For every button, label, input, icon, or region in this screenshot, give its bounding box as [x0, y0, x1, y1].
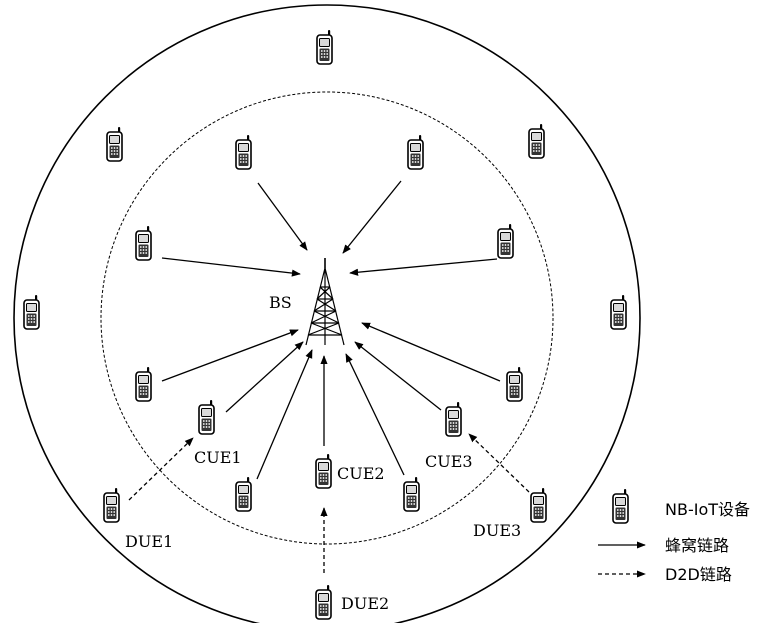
cellular-link — [361, 322, 501, 382]
cellular-link — [256, 349, 313, 480]
nb-iot-device-icon — [23, 295, 40, 330]
nb-iot-device-icon — [497, 224, 514, 259]
base-station-label: BS — [269, 293, 292, 312]
legend-device-icon — [612, 489, 629, 524]
nb-iot-device-icon — [610, 295, 627, 330]
base-station-tower-icon — [305, 258, 345, 346]
nb-iot-device-icon — [235, 135, 252, 170]
nb-iot-device-icon — [235, 477, 252, 512]
cellular-link — [161, 257, 301, 277]
nb-iot-device-icon — [403, 477, 420, 512]
cellular-link — [345, 353, 405, 476]
legend: NB-IoT设备 蜂窝链路 D2D链路 — [598, 489, 750, 584]
legend-device-label: NB-IoT设备 — [665, 500, 750, 519]
cellular-link — [225, 341, 304, 413]
cellular-link — [161, 329, 299, 382]
cue1-device-icon — [198, 400, 215, 435]
outer-cell-boundary — [13, 4, 641, 623]
cue2-device-icon — [315, 454, 332, 489]
nb-iot-device-icon — [528, 124, 545, 159]
nb-iot-device-icon — [106, 127, 123, 162]
legend-cellular-label: 蜂窝链路 — [665, 536, 729, 555]
due3-device-icon — [530, 488, 547, 523]
nb-iot-device-icon — [506, 367, 523, 402]
legend-d2d-label: D2D链路 — [665, 565, 732, 584]
d2d-link — [468, 433, 530, 493]
cue3-label: CUE3 — [425, 452, 473, 471]
d2d-link — [128, 437, 194, 501]
due2-label: DUE2 — [341, 594, 389, 613]
nb-iot-device-icon — [135, 226, 152, 261]
inner-cell-boundary — [100, 91, 554, 545]
cellular-links — [161, 180, 501, 480]
cue1-label: CUE1 — [194, 448, 242, 467]
nb-iot-device-icon — [407, 135, 424, 170]
nb-iot-device-icon — [135, 367, 152, 402]
cellular-link — [354, 341, 442, 411]
due3-label: DUE3 — [473, 521, 521, 540]
cellular-link — [257, 182, 308, 251]
d2d-links — [128, 433, 530, 573]
cellular-link — [349, 258, 498, 276]
due2-device-icon — [315, 585, 332, 620]
due1-label: DUE1 — [125, 532, 173, 551]
cue2-label: CUE2 — [337, 464, 385, 483]
nb-iot-device-icon — [316, 30, 333, 65]
cellular-link — [342, 180, 402, 254]
due1-device-icon — [103, 488, 120, 523]
cue3-device-icon — [445, 402, 462, 437]
